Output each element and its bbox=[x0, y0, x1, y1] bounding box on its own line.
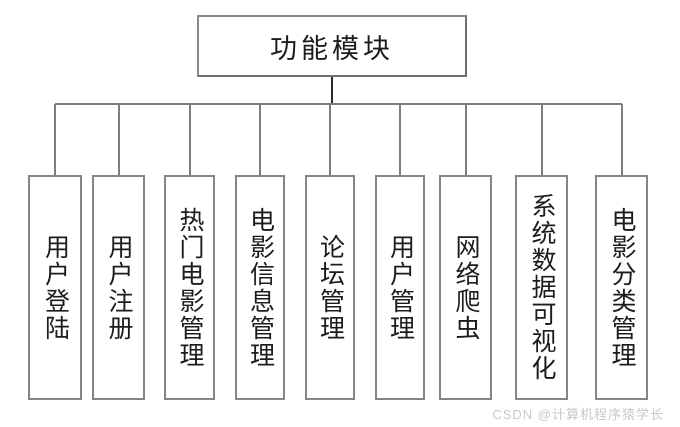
drop-connector-3 bbox=[189, 104, 191, 175]
child-box-forum-management: 论坛管理 bbox=[305, 175, 355, 400]
child-box-system-data-visualization: 系统数据可视化 bbox=[515, 175, 568, 400]
child-box-user-login: 用户登陆 bbox=[28, 175, 82, 400]
child-box-movie-info-management: 电影信息管理 bbox=[235, 175, 285, 400]
drop-connector-6 bbox=[399, 104, 401, 175]
child-box-user-management: 用户管理 bbox=[375, 175, 425, 400]
child-label: 用户注册 bbox=[105, 233, 132, 342]
horizontal-connector bbox=[55, 103, 622, 105]
child-label: 电影分类管理 bbox=[608, 206, 635, 369]
root-node-label: 功能模块 bbox=[270, 33, 394, 64]
child-box-hot-movie-management: 热门电影管理 bbox=[164, 175, 215, 400]
child-box-user-register: 用户注册 bbox=[92, 175, 145, 400]
child-box-web-crawler: 网络爬虫 bbox=[439, 175, 492, 400]
child-label: 论坛管理 bbox=[316, 233, 344, 342]
root-node-box: 功能模块 bbox=[197, 15, 467, 77]
root-stem-connector bbox=[331, 77, 333, 104]
child-label: 网络爬虫 bbox=[452, 233, 479, 342]
csdn-watermark: CSDN @计算机程序猿学长 bbox=[492, 407, 664, 422]
child-label: 用户登陆 bbox=[41, 233, 69, 342]
drop-connector-8 bbox=[541, 104, 543, 175]
child-box-movie-category-management: 电影分类管理 bbox=[595, 175, 648, 400]
drop-connector-7 bbox=[465, 104, 467, 175]
drop-connector-2 bbox=[118, 104, 120, 175]
drop-connector-5 bbox=[329, 104, 331, 175]
drop-connector-4 bbox=[259, 104, 261, 175]
child-label: 系统数据可视化 bbox=[528, 193, 555, 382]
child-label: 热门电影管理 bbox=[176, 206, 203, 369]
child-label: 电影信息管理 bbox=[246, 206, 274, 369]
drop-connector-1 bbox=[54, 104, 56, 175]
child-label: 用户管理 bbox=[386, 233, 414, 342]
drop-connector-9 bbox=[621, 104, 623, 175]
